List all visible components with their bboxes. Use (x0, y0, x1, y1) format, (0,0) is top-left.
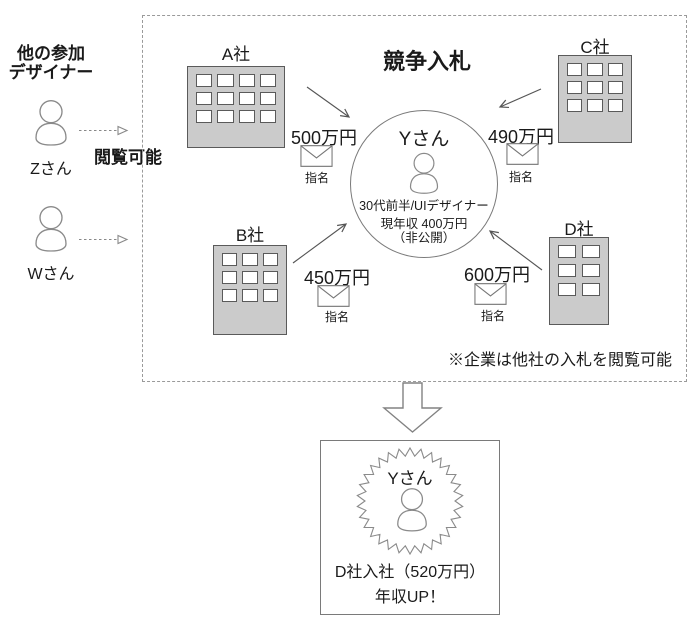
bid-b-tag: 指名 (324, 310, 349, 324)
bid-b-amount: 450万円 (303, 268, 371, 288)
bid-d-envelope-icon (474, 283, 507, 305)
bid-d-tag: 指名 (480, 309, 505, 323)
bid-a-tag: 指名 (304, 171, 329, 185)
result-line2: 年収UP！ (374, 589, 446, 606)
candidate-name: Yさん (398, 129, 450, 150)
other-designers-title: 他の参加 デザイナー (0, 44, 102, 82)
designer-w-view-arrow (79, 234, 129, 245)
bid-a-amount: 500万円 (290, 128, 358, 148)
result-candidate-name: Yさん (387, 469, 433, 488)
company-a-label: A社 (221, 45, 251, 64)
bid-c-amount: 490万円 (487, 127, 555, 147)
company-b-label: B社 (235, 226, 265, 245)
other-designers-title-line1: 他の参加 (17, 44, 85, 63)
candidate-profile: 30代前半/UIデザイナー (359, 199, 489, 213)
designer-w-person-icon (31, 205, 71, 252)
candidate-person-icon (406, 152, 442, 194)
auction-boundary-box (142, 15, 687, 382)
result-person-icon (393, 487, 431, 532)
designer-z-person-icon (31, 99, 71, 146)
designer-w-name: Wさん (27, 266, 75, 283)
company-b-building-icon (213, 245, 287, 335)
bid-c-tag: 指名 (508, 170, 533, 184)
bid-a-envelope-icon (300, 145, 333, 167)
candidate-salary: 現年収 400万円 (380, 217, 468, 231)
company-c-label: C社 (580, 38, 610, 57)
bid-d-amount: 600万円 (463, 265, 531, 285)
candidate-salary-note: （非公開） (392, 231, 456, 245)
bid-c-envelope-icon (506, 143, 539, 165)
company-d-label: D社 (564, 220, 594, 239)
auction-title: 競争入札 (382, 49, 471, 74)
designer-z-name: Zさん (30, 161, 72, 178)
result-line1: D社入社（520万円） (334, 564, 486, 581)
candidate-circle: Yさん 30代前半/UIデザイナー 現年収 400万円 （非公開） (350, 110, 498, 258)
company-c-building-icon (558, 55, 632, 143)
auction-note: ※企業は他社の入札を閲覧可能 (447, 352, 672, 369)
company-a-building-icon (187, 66, 285, 148)
designer-z-view-arrow (79, 125, 129, 136)
company-d-building-icon (549, 237, 609, 325)
flow-down-arrow (382, 382, 443, 433)
view-permission-label: 閲覧可能 (94, 148, 162, 167)
bid-b-envelope-icon (317, 285, 350, 307)
other-designers-title-line2: デザイナー (8, 63, 94, 82)
